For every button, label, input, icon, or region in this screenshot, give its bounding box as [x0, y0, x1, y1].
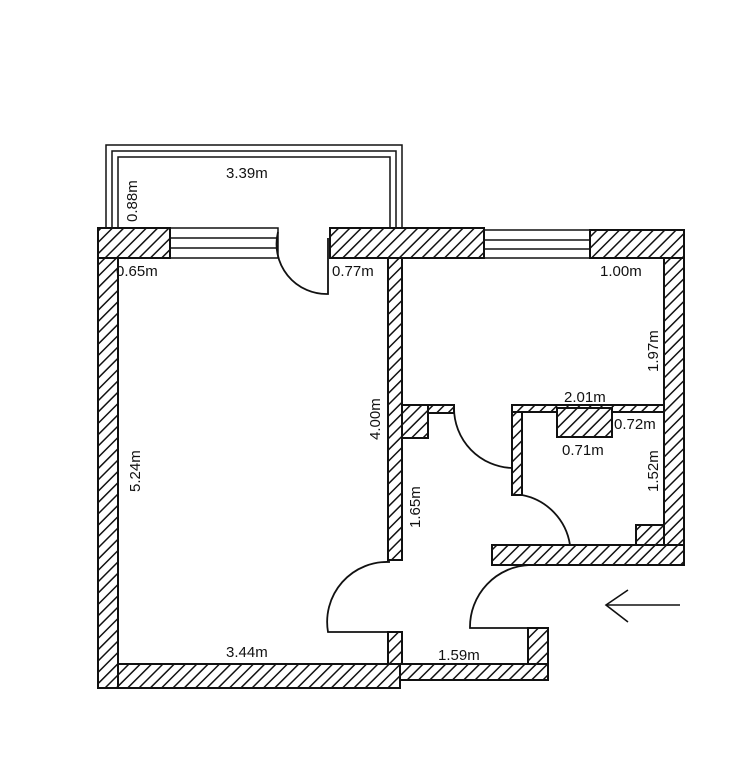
entrance-arrow: [604, 589, 680, 623]
balcony-width: 3.39m: [226, 165, 268, 182]
small-room-height: 1.97m: [645, 330, 662, 372]
hallway-width: 1.59m: [438, 647, 480, 664]
large-room-top-left: 0.65m: [116, 263, 158, 280]
large-room-width: 3.44m: [226, 644, 268, 661]
windows: [169, 227, 591, 259]
dimension-labels: 3.39m 0.88m 0.65m 0.77m 5.24m 3.44m 4.00…: [116, 165, 662, 664]
hallway-height: 1.65m: [407, 486, 424, 528]
large-room-top-right: 0.77m: [332, 263, 374, 280]
kitchen-width: 2.01m: [564, 389, 606, 406]
kitchen-height: 1.52m: [645, 450, 662, 492]
doors: [275, 231, 571, 633]
partition-length: 4.00m: [367, 398, 384, 440]
balcony: [105, 144, 403, 228]
kitchen-block-side: 0.72m: [614, 416, 656, 433]
arrow-left-icon: [604, 589, 680, 623]
large-room-height: 5.24m: [127, 450, 144, 492]
balcony-depth: 0.88m: [124, 180, 141, 222]
walls: [97, 227, 685, 689]
small-room-top: 1.00m: [600, 263, 642, 280]
kitchen-block-width: 0.71m: [562, 442, 604, 459]
